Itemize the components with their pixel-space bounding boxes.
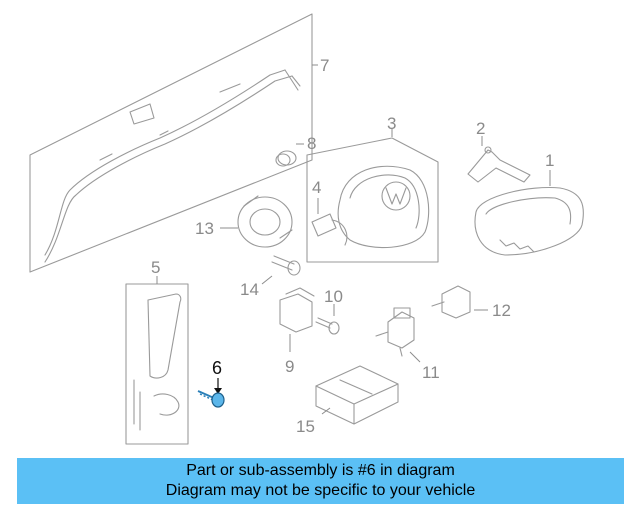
callout-13: 13 bbox=[195, 219, 214, 238]
screw-part-6 bbox=[197, 378, 225, 408]
bolt-part-14 bbox=[261, 255, 301, 285]
impact-sensor-part-11 bbox=[375, 307, 421, 363]
callout-15: 15 bbox=[296, 417, 315, 436]
grommet-part-8 bbox=[275, 143, 304, 167]
callout-14: 14 bbox=[240, 280, 259, 299]
callout-9: 9 bbox=[285, 357, 294, 376]
passenger-airbag-part-1 bbox=[474, 170, 584, 256]
callout-2: 2 bbox=[476, 119, 485, 138]
callout-12: 12 bbox=[492, 301, 511, 320]
parts-diagram: 7 8 3 2 1 4 13 14 5 10 12 9 11 15 6 bbox=[29, 13, 584, 445]
steering-airbag-part-3 bbox=[306, 128, 439, 263]
control-module-part-15 bbox=[315, 365, 399, 425]
banner-line-2: Diagram may not be specific to your vehi… bbox=[165, 482, 476, 499]
curtain-airbag-part-7 bbox=[29, 13, 318, 273]
callout-11: 11 bbox=[422, 363, 440, 382]
callout-6: 6 bbox=[212, 358, 222, 378]
callout-5: 5 bbox=[151, 258, 160, 277]
callout-4: 4 bbox=[312, 178, 321, 197]
callout-3: 3 bbox=[387, 114, 396, 133]
banner-line-1: Part or sub-assembly is #6 in diagram bbox=[186, 462, 455, 479]
callout-7: 7 bbox=[320, 56, 329, 75]
side-airbag-part-5 bbox=[125, 276, 189, 445]
callout-1: 1 bbox=[545, 151, 554, 170]
callout-8: 8 bbox=[307, 134, 316, 153]
impact-sensor-part-12 bbox=[431, 285, 488, 319]
info-banner: Part or sub-assembly is #6 in diagram Di… bbox=[17, 458, 624, 504]
sensor-part-9 bbox=[279, 287, 315, 352]
screw-part-10 bbox=[315, 304, 340, 335]
bracket-part-2 bbox=[467, 136, 531, 183]
callout-10: 10 bbox=[324, 287, 343, 306]
clockspring-part-13 bbox=[220, 195, 293, 248]
